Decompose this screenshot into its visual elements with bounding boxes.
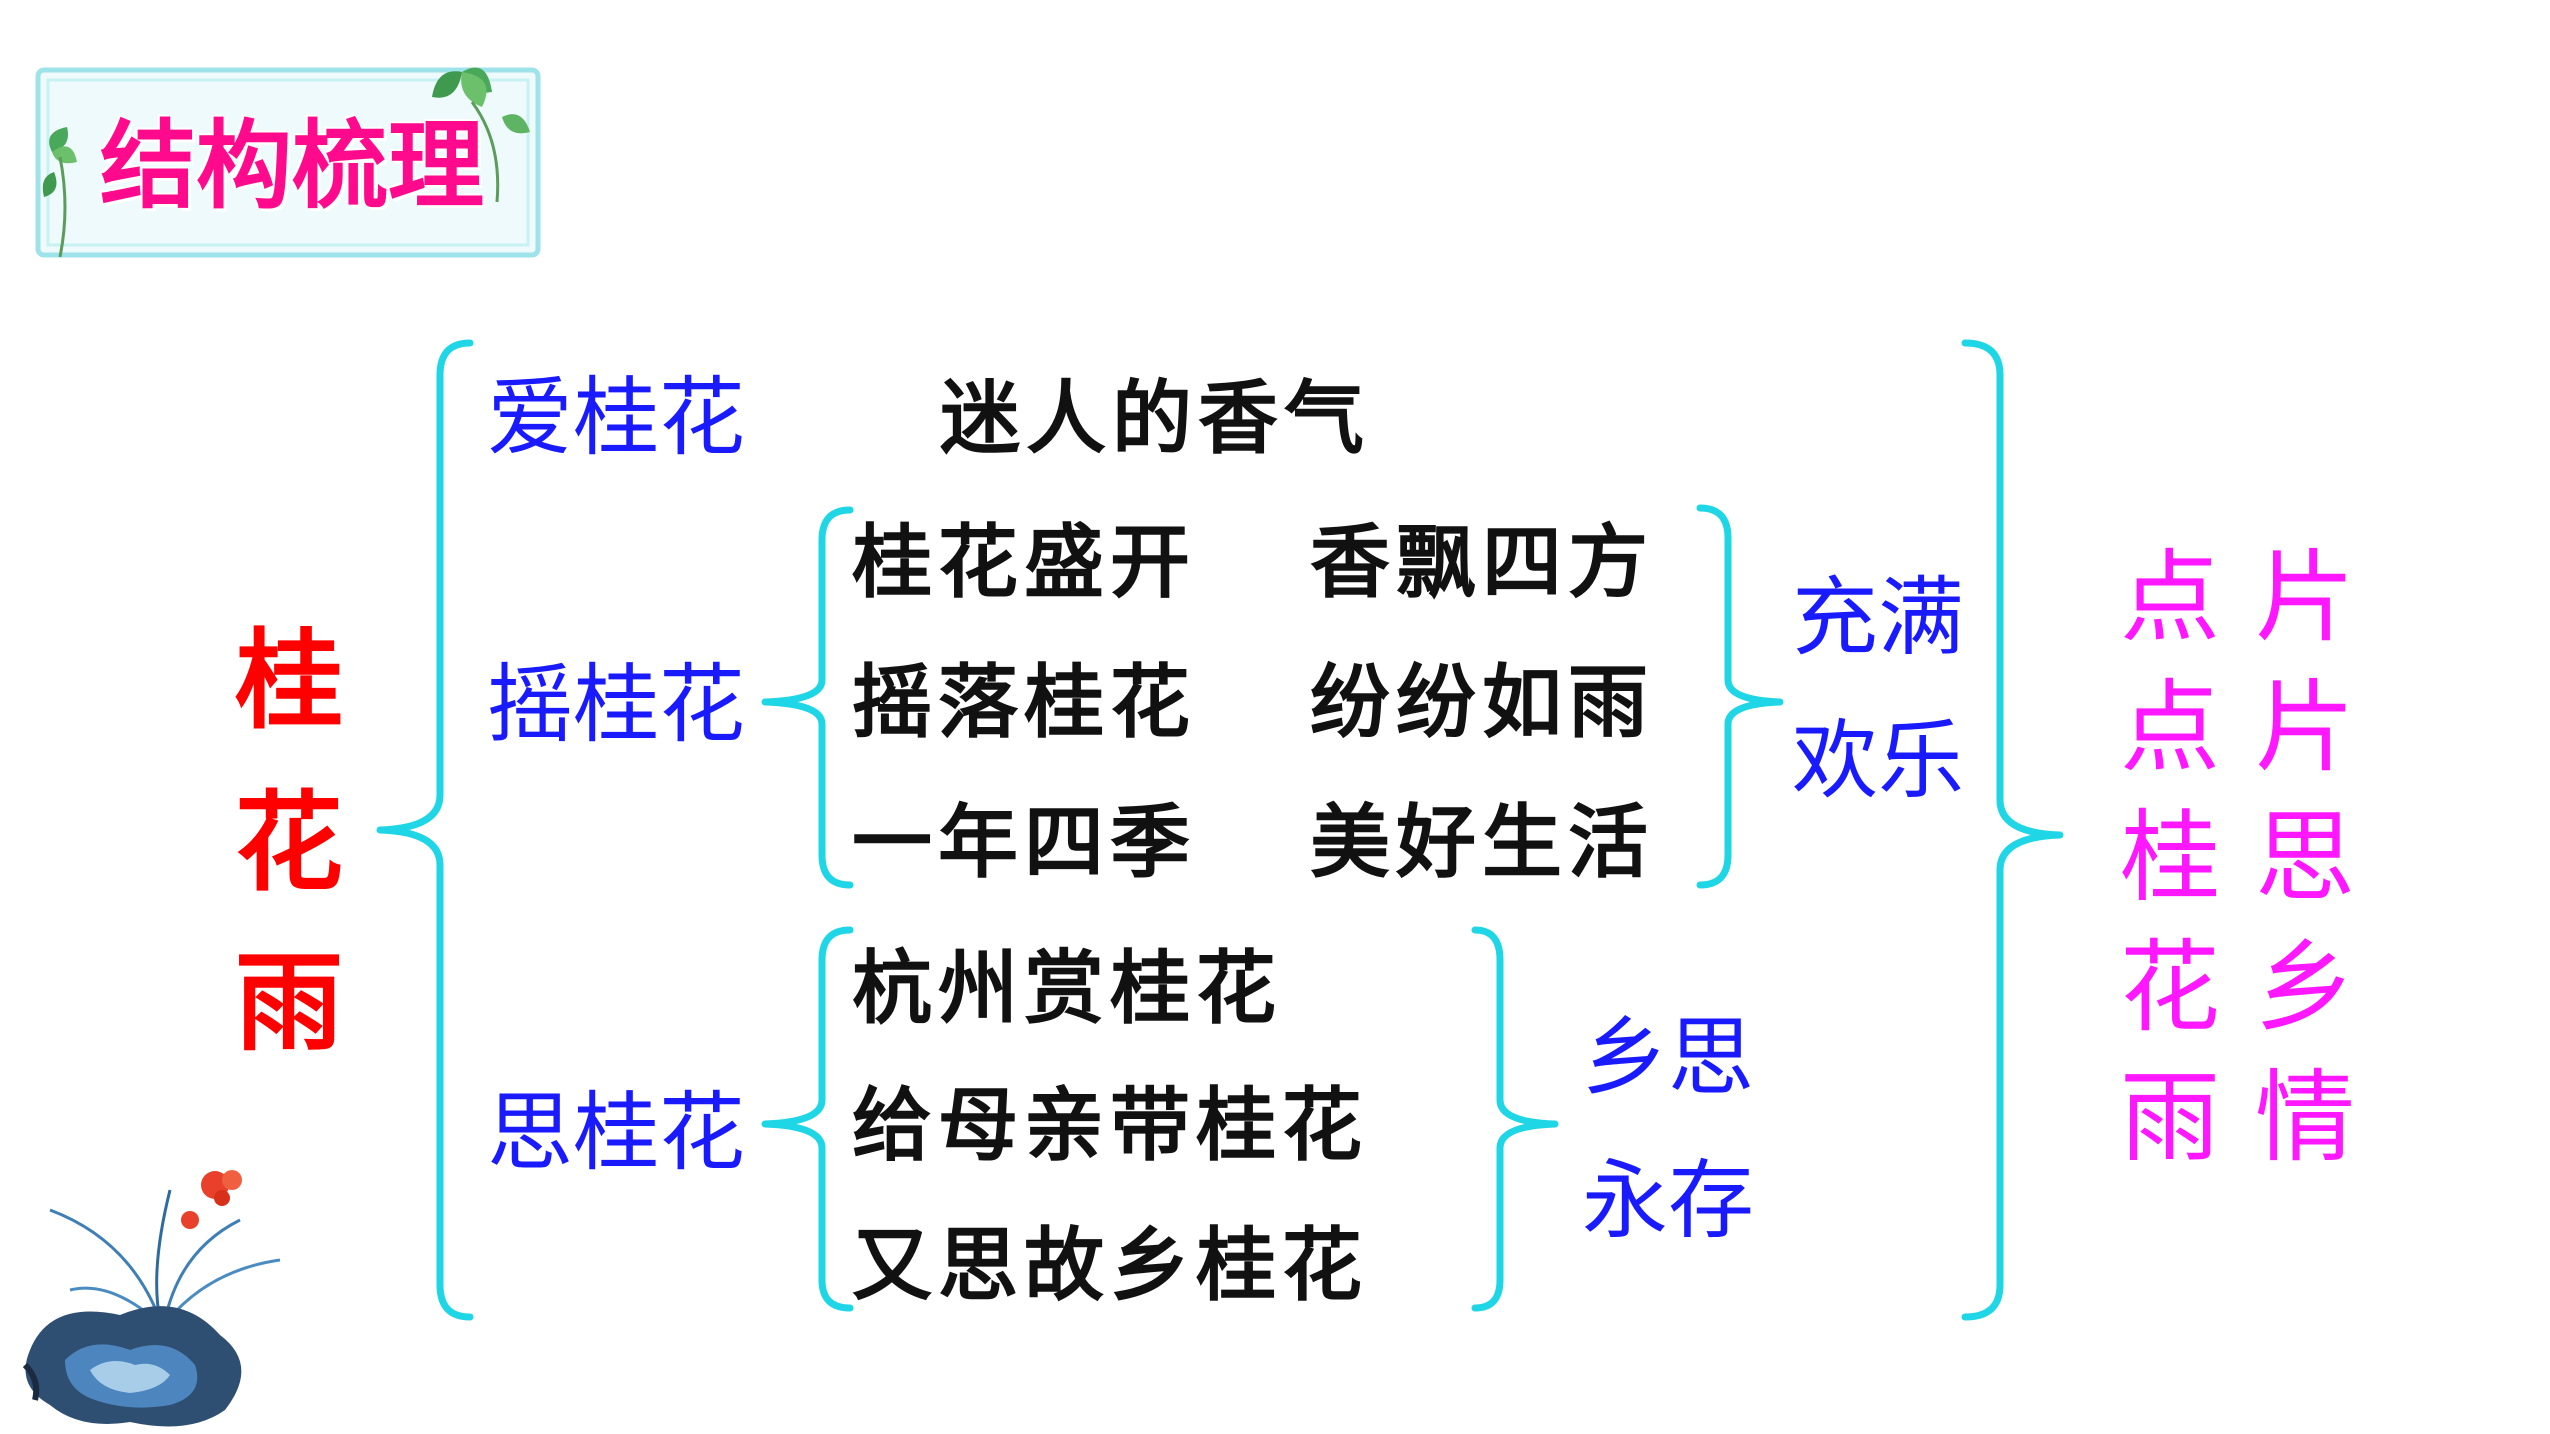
- orchid-rock-icon: [22, 1170, 281, 1427]
- conclusion-right-3: 思: [2255, 799, 2355, 916]
- miss-bracket-right: [1471, 926, 1559, 1312]
- conclusion-left-5: 雨: [2120, 1059, 2220, 1176]
- conclusion-left-4: 花: [2120, 929, 2220, 1046]
- conclusion-left-3: 桂: [2120, 799, 2220, 916]
- main-bracket: [376, 339, 474, 1321]
- shake-item-1a: 桂花盛开: [852, 515, 1196, 609]
- shake-item-3b: 美好生活: [1310, 795, 1654, 889]
- miss-item-2: 给母亲带桂花: [852, 1078, 1368, 1172]
- miss-summary-1: 乡思: [1582, 1008, 1754, 1108]
- shake-item-2b: 纷纷如雨: [1310, 655, 1654, 749]
- shake-item-1b: 香飘四方: [1310, 515, 1654, 609]
- root-char-2: 花: [235, 781, 344, 906]
- root-char-1: 桂: [235, 619, 344, 744]
- conclusion-right-1: 片: [2255, 539, 2355, 656]
- conclusion-right-2: 片: [2255, 669, 2355, 786]
- page-title: 结构梳理: [100, 110, 484, 222]
- conclusion-left-2: 点: [2120, 669, 2220, 786]
- miss-item-1: 杭州赏桂花: [852, 941, 1282, 1035]
- branch-label-shake: 摇桂花: [487, 655, 745, 755]
- clover-icon: [432, 67, 530, 203]
- miss-bracket-left: [761, 926, 854, 1312]
- miss-summary-2: 永存: [1582, 1151, 1754, 1251]
- shake-item-2a: 摇落桂花: [852, 655, 1196, 749]
- conclusion-right-4: 乡: [2255, 929, 2355, 1046]
- shake-bracket-right: [1696, 504, 1784, 889]
- branch-label-miss: 思桂花: [487, 1083, 745, 1183]
- shake-bracket-left: [761, 506, 854, 889]
- shake-item-3a: 一年四季: [852, 795, 1196, 889]
- love-item: 迷人的香气: [940, 371, 1370, 465]
- root-char-3: 雨: [235, 941, 344, 1066]
- conclusion-right-5: 情: [2255, 1059, 2355, 1176]
- conclusion-left-1: 点: [2120, 539, 2220, 656]
- main-right-bracket: [1961, 339, 2064, 1321]
- title-banner: [35, 67, 541, 258]
- miss-item-3: 又思故乡桂花: [852, 1218, 1368, 1312]
- shake-summary-1: 充满: [1792, 568, 1964, 668]
- clover-icon: [42, 127, 77, 258]
- branch-label-love: 爱桂花: [487, 368, 745, 468]
- shake-summary-2: 欢乐: [1792, 711, 1964, 811]
